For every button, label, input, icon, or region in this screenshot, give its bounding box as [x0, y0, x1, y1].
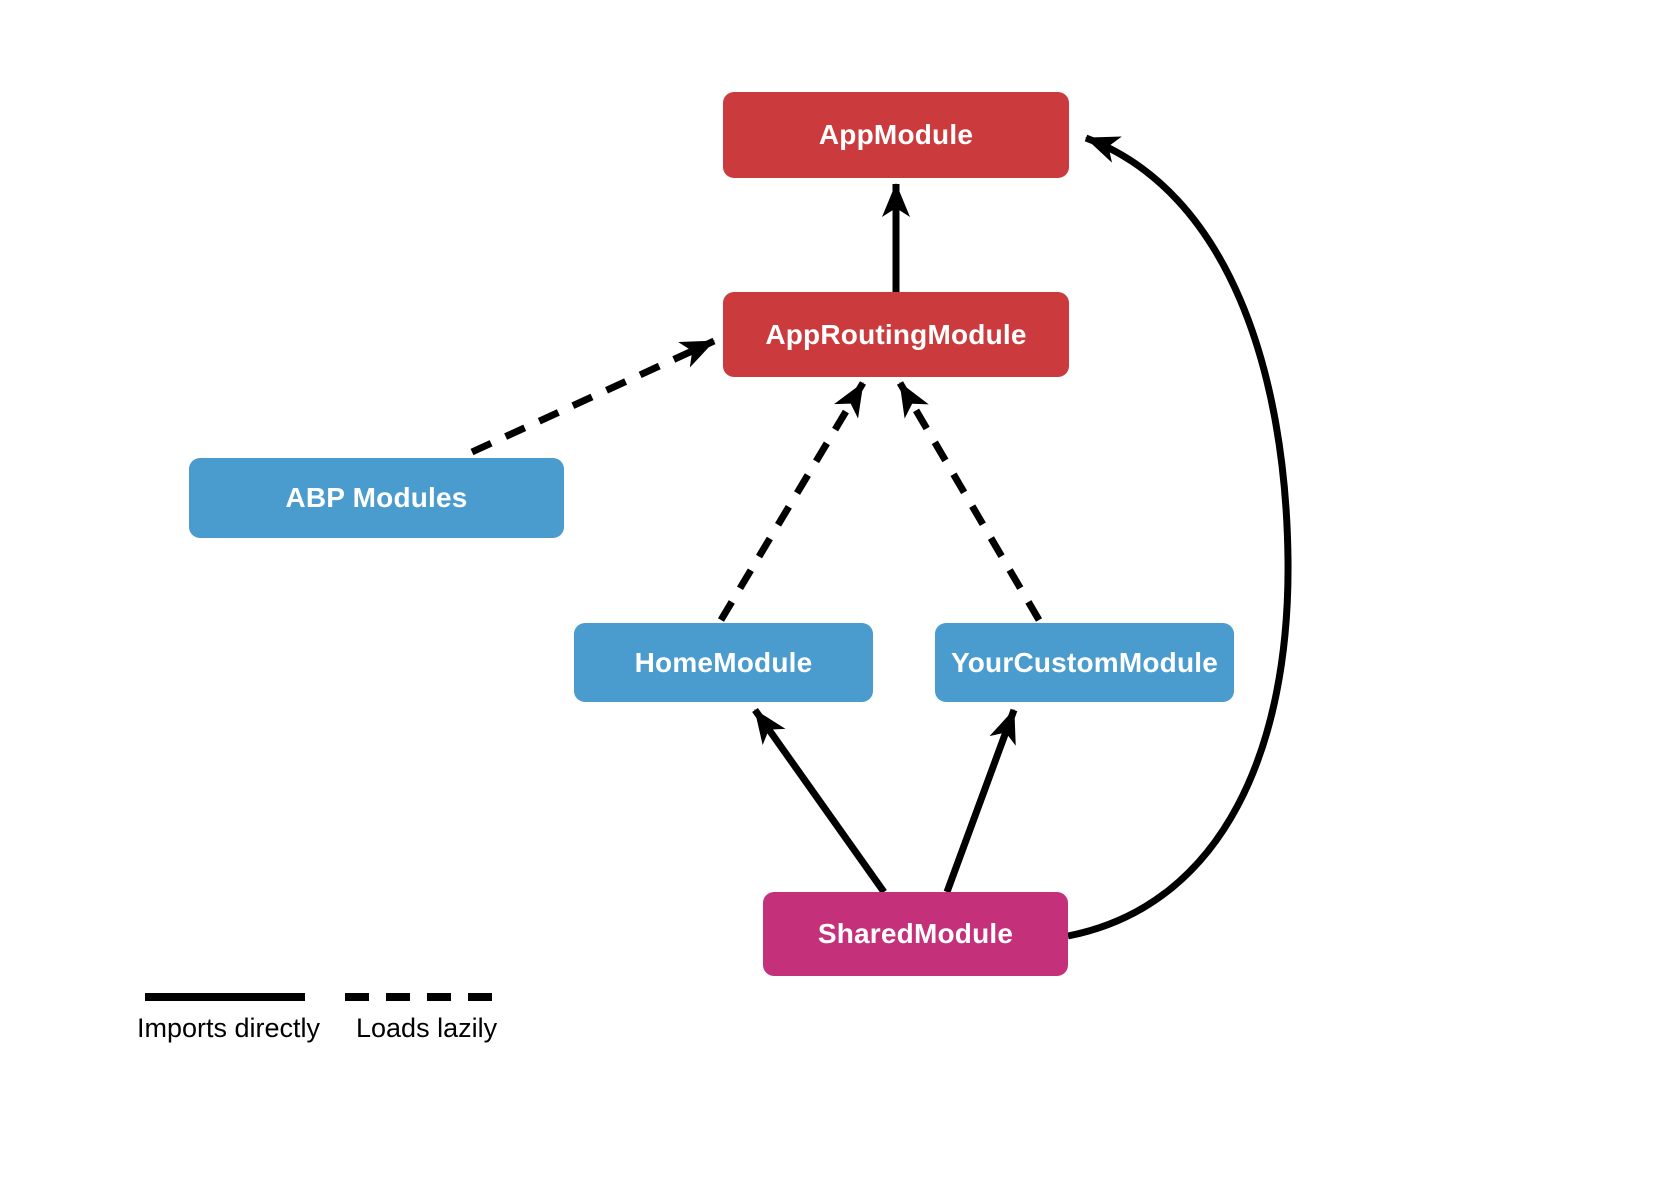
node-appmodule: AppModule	[723, 92, 1069, 178]
edge-sharedmodule-to-yourcustommodule	[943, 708, 1018, 894]
node-homemodule: HomeModule	[574, 623, 873, 702]
node-sharedmodule: SharedModule	[763, 892, 1068, 976]
legend-imports-directly-label: Imports directly	[137, 1013, 321, 1043]
node-yourcustommodule: YourCustomModule	[935, 623, 1234, 702]
node-sharedmodule-label: SharedModule	[817, 918, 1014, 949]
node-appmodule-label: AppModule	[818, 119, 974, 150]
node-abpmodules: ABP Modules	[189, 458, 564, 538]
edge-sharedmodule-to-homemodule	[752, 707, 887, 895]
node-homemodule-label: HomeModule	[634, 646, 813, 678]
edge-sharedmodule-to-appmodule	[1067, 134, 1292, 940]
edge-yourcustommodule-to-approutingmodule	[896, 381, 1043, 622]
node-yourcustommodule-label: YourCustomModule	[950, 646, 1219, 678]
node-approutingmodule-label: AppRoutingModule	[765, 318, 1027, 350]
edge-abpmodules-to-approutingmodule	[470, 337, 716, 456]
node-approutingmodule: AppRoutingModule	[723, 292, 1069, 377]
edge-homemodule-to-approutingmodule	[717, 381, 867, 622]
legend-loads-lazily-label: Loads lazily	[356, 1013, 498, 1043]
node-abpmodules-label: ABP Modules	[285, 482, 468, 513]
